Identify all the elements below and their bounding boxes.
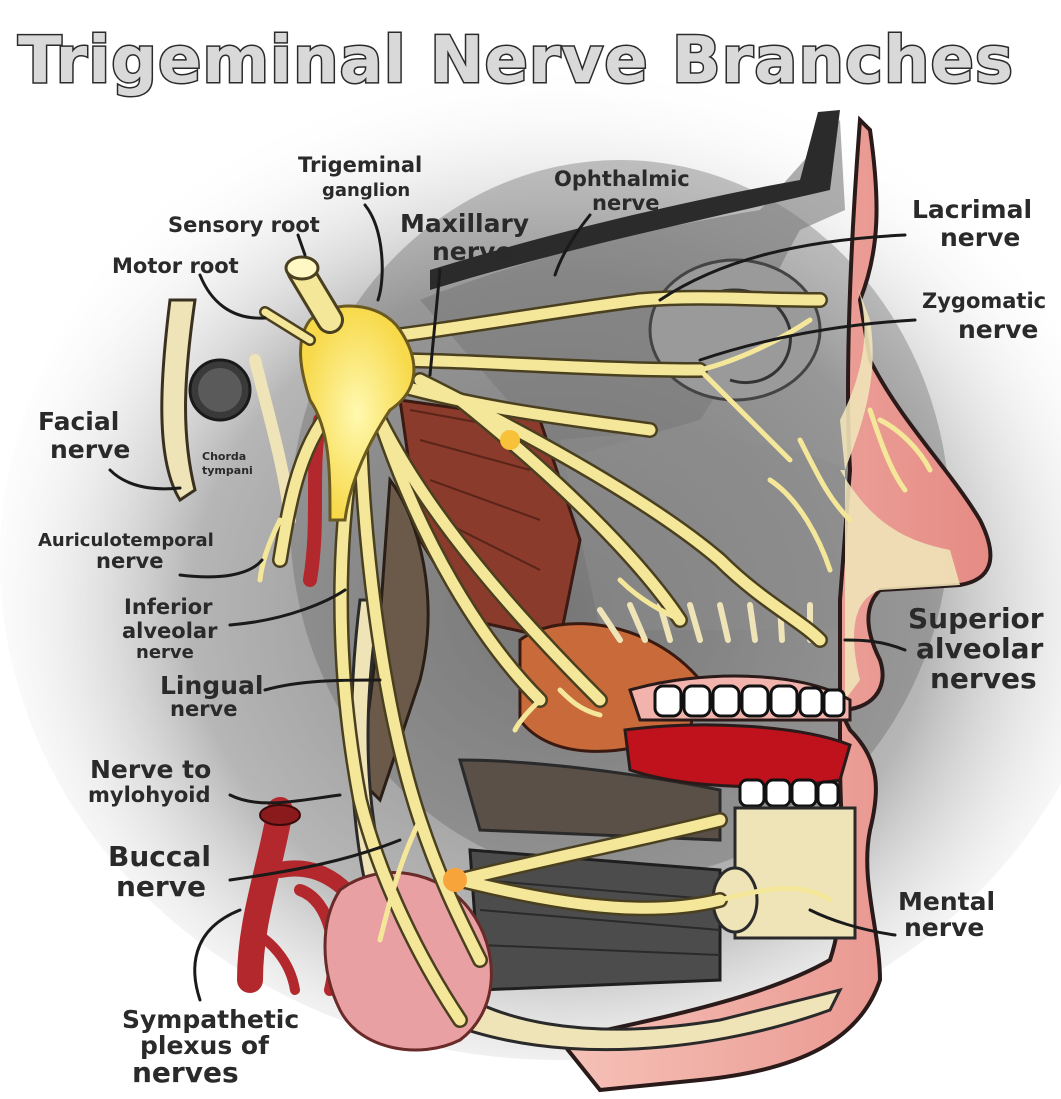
svg-text:mylohyoid: mylohyoid	[88, 783, 211, 807]
trigeminal-ganglion	[299, 304, 416, 522]
svg-text:Auriculotemporal: Auriculotemporal	[38, 530, 214, 551]
label-ophthalmic-nerve: Ophthalmic nerve	[554, 167, 690, 215]
svg-text:nerve: nerve	[592, 191, 659, 215]
leader-lines	[108, 203, 917, 1002]
svg-text:nerve: nerve	[170, 697, 237, 721]
label-lacrimal-nerve: Lacrimal nerve	[912, 195, 1032, 252]
label-mental-nerve: Mental nerve	[898, 887, 995, 942]
svg-text:Buccal: Buccal	[108, 840, 211, 873]
label-sympathetic-plexus: Sympathetic plexus of nerves	[122, 1005, 299, 1089]
svg-text:nerves: nerves	[930, 662, 1037, 695]
svg-text:Facial: Facial	[38, 407, 119, 436]
label-sensory-root: Sensory root	[168, 213, 320, 237]
svg-text:Superior: Superior	[908, 602, 1044, 635]
svg-text:alveolar: alveolar	[122, 619, 218, 643]
svg-text:Ophthalmic: Ophthalmic	[554, 167, 690, 191]
svg-text:Chorda: Chorda	[202, 450, 246, 463]
svg-text:nerve: nerve	[432, 237, 512, 266]
svg-text:alveolar: alveolar	[916, 632, 1043, 665]
svg-text:Maxillary: Maxillary	[400, 209, 529, 238]
svg-text:nerve: nerve	[940, 223, 1020, 252]
svg-text:Sympathetic: Sympathetic	[122, 1005, 299, 1034]
label-buccal-nerve: Buccal nerve	[108, 840, 211, 903]
upper-teeth-roots	[597, 602, 813, 643]
label-lingual-nerve: Lingual nerve	[160, 671, 263, 721]
svg-text:ganglion: ganglion	[322, 180, 410, 201]
label-inferior-alveolar-nerve: Inferior alveolar nerve	[122, 595, 218, 663]
svg-text:Trigeminal: Trigeminal	[298, 153, 422, 177]
svg-text:tympani: tympani	[202, 464, 253, 477]
nerve-branches	[257, 255, 933, 1028]
svg-text:Zygomatic: Zygomatic	[922, 289, 1046, 313]
label-facial-nerve: Facial nerve	[38, 407, 130, 464]
svg-text:nerve: nerve	[904, 913, 984, 942]
svg-text:Lingual: Lingual	[160, 671, 263, 700]
label-nerve-to-mylohyoid: Nerve to mylohyoid	[88, 755, 211, 807]
svg-text:Nerve to: Nerve to	[90, 755, 211, 784]
label-maxillary-nerve: Maxillary nerve	[400, 209, 529, 266]
label-zygomatic-nerve: Zygomatic nerve	[922, 289, 1046, 344]
svg-text:plexus of: plexus of	[140, 1031, 270, 1060]
label-chorda-tympani: Chorda tympani	[202, 450, 253, 477]
svg-text:nerve: nerve	[50, 435, 130, 464]
svg-text:nerve: nerve	[116, 870, 206, 903]
svg-text:nerve: nerve	[136, 642, 194, 663]
page-title: Trigeminal Nerve Branches	[18, 24, 1014, 98]
label-trigeminal-ganglion: Trigeminal ganglion	[298, 153, 422, 201]
svg-text:nerve: nerve	[96, 549, 163, 573]
label-superior-alveolar-nerves: Superior alveolar nerves	[908, 602, 1044, 695]
lower-teeth	[711, 778, 857, 940]
label-motor-root: Motor root	[112, 254, 239, 278]
upper-teeth	[653, 684, 846, 718]
svg-text:nerves: nerves	[132, 1056, 239, 1089]
svg-text:nerve: nerve	[958, 315, 1038, 344]
label-auriculotemporal-nerve: Auriculotemporal nerve	[38, 530, 214, 573]
svg-text:Mental: Mental	[898, 887, 995, 916]
svg-text:Lacrimal: Lacrimal	[912, 195, 1032, 224]
svg-text:Inferior: Inferior	[124, 595, 213, 619]
